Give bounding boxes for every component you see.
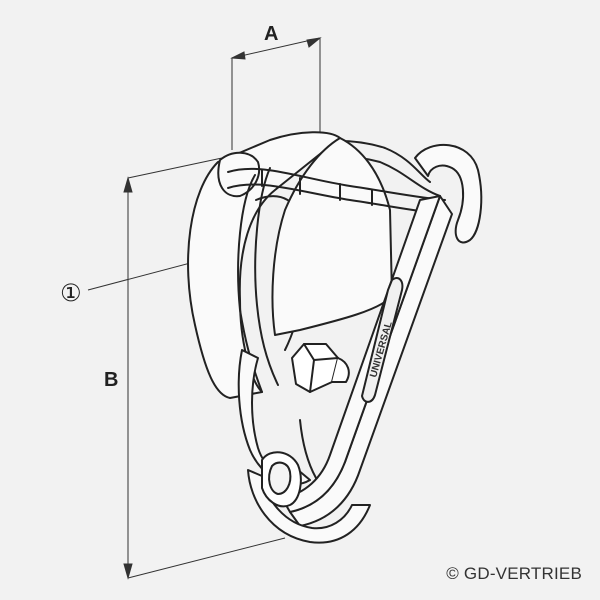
dimension-labels: A B ①	[60, 23, 278, 391]
dimension-a-label: A	[264, 23, 278, 45]
clamp-body	[187, 131, 483, 544]
dimension-lines	[87, 37, 322, 580]
dimension-b-label: B	[104, 369, 118, 391]
callout-1-label: ①	[60, 279, 82, 307]
copyright-notice: © GD-VERTRIEB	[446, 564, 582, 583]
